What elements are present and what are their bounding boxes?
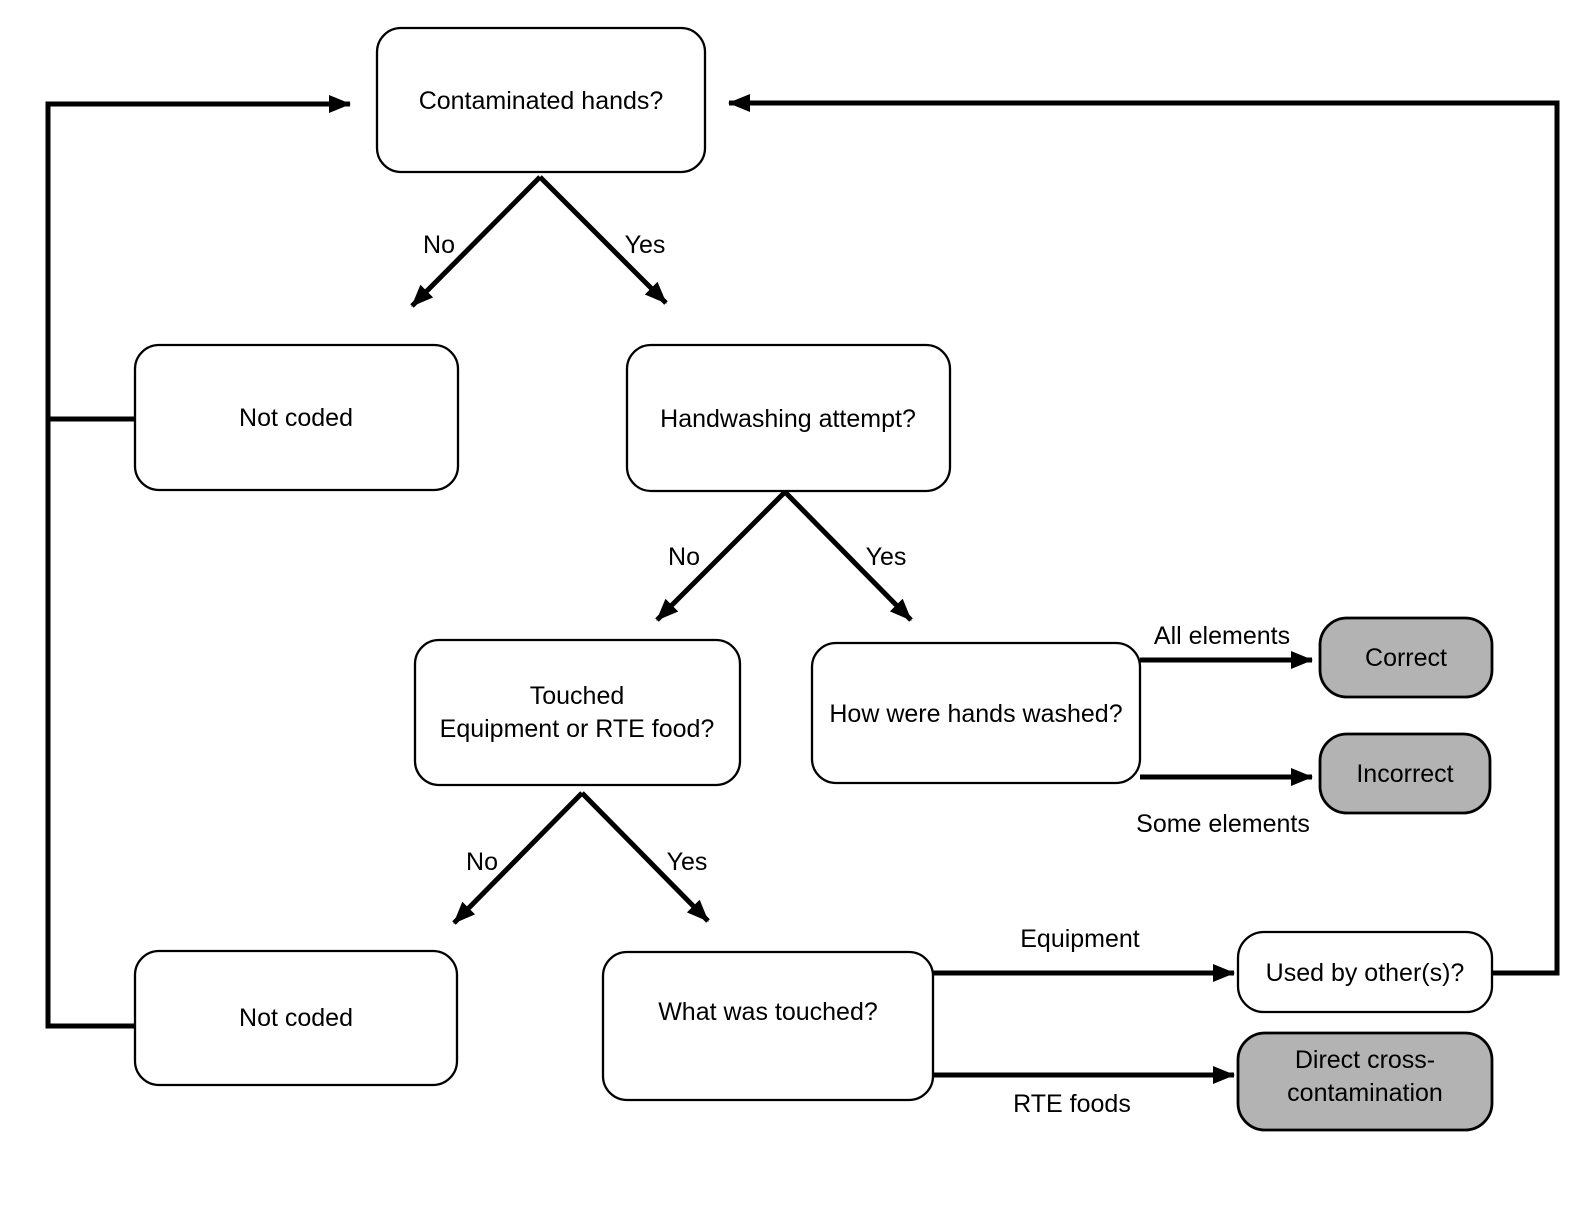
edge-label-touched-no: No: [466, 848, 498, 876]
edge-label-touched-yes: Yes: [667, 848, 708, 876]
node-what-was-touched-box: [601, 950, 935, 1102]
node-touched-equipment-rte-label-line2: Equipment or RTE food?: [440, 715, 715, 743]
node-contaminated-hands-box: [375, 26, 707, 174]
node-not-coded-top: Not coded: [133, 343, 460, 492]
edge-contaminated-no: [410, 175, 542, 308]
node-direct-cross-contamination-box: [1236, 1031, 1494, 1132]
node-incorrect-box: [1318, 732, 1492, 815]
edge-handwashing-no: [655, 490, 787, 622]
edge-label-handwashing-no: No: [668, 543, 700, 571]
edge-touched-yes: [580, 791, 710, 923]
node-correct-box: [1318, 616, 1494, 699]
edge-label-rte-foods: RTE foods: [1013, 1090, 1131, 1118]
node-incorrect: Incorrect: [1318, 732, 1492, 815]
edge-label-some-elements: Some elements: [1136, 810, 1310, 838]
node-direct-cross-contamination: Direct cross- contamination: [1236, 1031, 1494, 1132]
edge-label-contaminated-yes: Yes: [625, 231, 666, 259]
node-used-by-others: Used by other(s)?: [1236, 930, 1494, 1014]
edge-right-loop-to-contaminated: [728, 94, 1560, 976]
node-what-was-touched-label: What was touched?: [658, 998, 878, 1026]
node-how-hands-washed: How were hands washed?: [810, 641, 1142, 785]
edge-left-loop-to-contaminated: [45, 95, 351, 1029]
node-not-coded-top-box: [133, 343, 460, 492]
edge-label-handwashing-yes: Yes: [866, 543, 907, 571]
edge-label-contaminated-no: No: [423, 231, 455, 259]
node-touched-equipment-rte: Touched Equipment or RTE food?: [413, 638, 742, 787]
node-direct-cross-contamination-label-line1: Direct cross-: [1295, 1046, 1435, 1074]
edge-label-all-elements: All elements: [1154, 622, 1290, 650]
node-not-coded-bottom-box: [133, 949, 459, 1087]
node-not-coded-bottom-label: Not coded: [239, 1004, 353, 1032]
node-handwashing-attempt: Handwashing attempt?: [625, 343, 952, 493]
node-contaminated-hands-label: Contaminated hands?: [419, 87, 664, 115]
node-what-was-touched: What was touched?: [601, 950, 935, 1102]
node-direct-cross-contamination-label-line2: contamination: [1287, 1079, 1443, 1107]
node-touched-equipment-rte-box: [413, 638, 742, 787]
edge-label-equipment: Equipment: [1020, 925, 1140, 953]
node-touched-equipment-rte-label-line1: Touched: [530, 682, 625, 710]
node-correct-label: Correct: [1365, 644, 1447, 672]
node-handwashing-attempt-box: [625, 343, 952, 493]
node-handwashing-attempt-label: Handwashing attempt?: [660, 405, 916, 433]
node-used-by-others-label: Used by other(s)?: [1266, 959, 1465, 987]
node-how-hands-washed-box: [810, 641, 1142, 785]
edge-contaminated-yes: [538, 175, 668, 305]
node-used-by-others-box: [1236, 930, 1494, 1014]
node-how-hands-washed-label: How were hands washed?: [829, 700, 1122, 728]
node-incorrect-label: Incorrect: [1356, 760, 1453, 788]
node-contaminated-hands: Contaminated hands?: [375, 26, 707, 174]
node-not-coded-bottom: Not coded: [133, 949, 459, 1087]
node-correct: Correct: [1318, 616, 1494, 699]
edge-touched-no: [452, 791, 584, 925]
node-not-coded-top-label: Not coded: [239, 404, 353, 432]
edge-handwashing-yes: [783, 490, 913, 622]
